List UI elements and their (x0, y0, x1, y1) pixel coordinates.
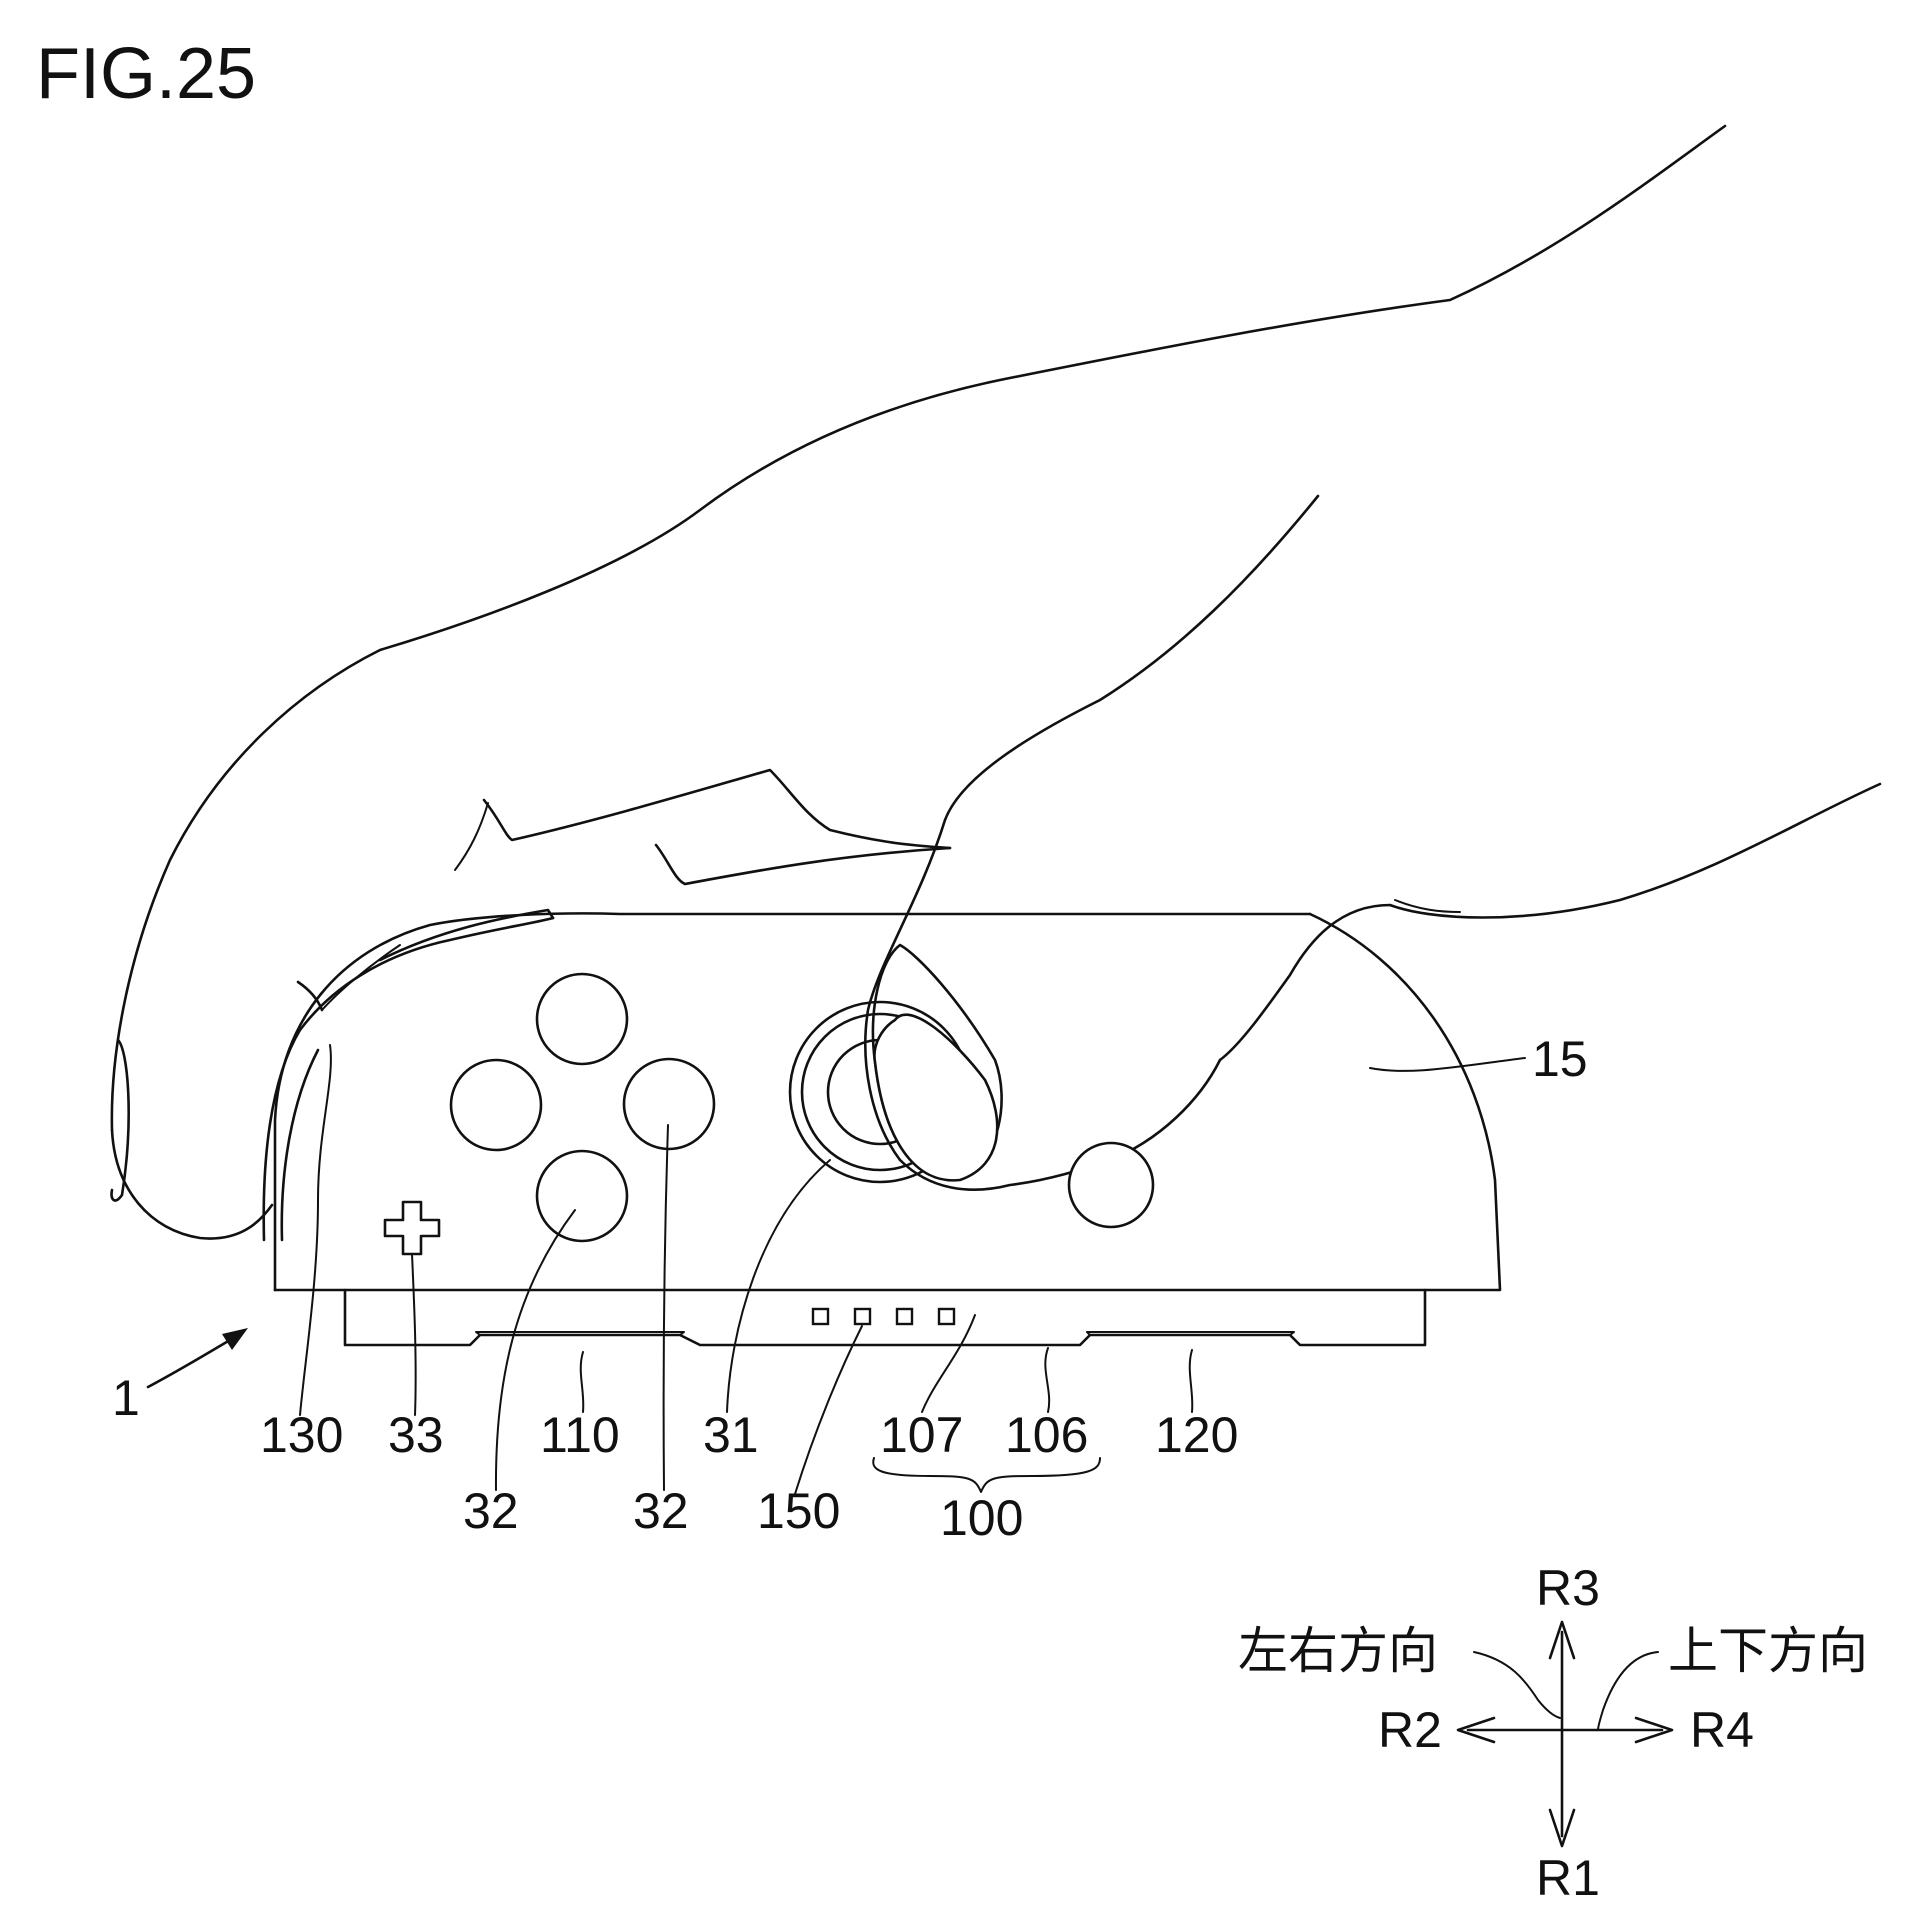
label-130: 130 (260, 1407, 343, 1463)
button-top (535, 972, 629, 1066)
indicator-lamp-2 (853, 1307, 872, 1326)
controller-drawing (262, 908, 1502, 1347)
button-bottom (535, 1149, 629, 1243)
button-right (622, 1057, 716, 1151)
label-33: 33 (388, 1407, 444, 1463)
label-15: 15 (1532, 1031, 1588, 1087)
label-32-right: 32 (633, 1483, 689, 1539)
label-106: 106 (1005, 1407, 1088, 1463)
button-left (449, 1058, 543, 1152)
indicator-lamp-1 (811, 1307, 830, 1326)
indicator-lamp-4 (937, 1307, 956, 1326)
label-1: 1 (112, 1370, 140, 1426)
reference-numerals: 1 130 33 110 31 107 106 120 32 32 150 10… (112, 1031, 1588, 1546)
leader-lines (146, 1044, 1526, 1495)
direction-key: R3 R2 R4 R1 左右方向 上下方向 (1238, 1560, 1868, 1906)
indicator-lamp-3 (895, 1307, 914, 1326)
label-up-down-direction: 上下方向 (1668, 1622, 1868, 1680)
label-100: 100 (940, 1490, 1023, 1546)
button-extra (1067, 1141, 1155, 1229)
label-31: 31 (703, 1407, 759, 1463)
label-r3: R3 (1536, 1560, 1600, 1616)
label-r1: R1 (1536, 1850, 1600, 1906)
hand-drawing (110, 124, 1882, 1240)
label-120: 120 (1155, 1407, 1238, 1463)
label-r4: R4 (1690, 1702, 1754, 1758)
figure-title: FIG.25 (36, 34, 256, 114)
label-32-left: 32 (463, 1483, 519, 1539)
label-107: 107 (880, 1407, 963, 1463)
label-left-right-direction: 左右方向 (1238, 1622, 1438, 1680)
operation-buttons (383, 972, 1155, 1256)
label-110: 110 (540, 1407, 620, 1463)
plus-icon (383, 1200, 441, 1256)
label-r2: R2 (1378, 1702, 1442, 1758)
thumb-over-stick (873, 1013, 999, 1182)
label-150: 150 (757, 1483, 840, 1539)
